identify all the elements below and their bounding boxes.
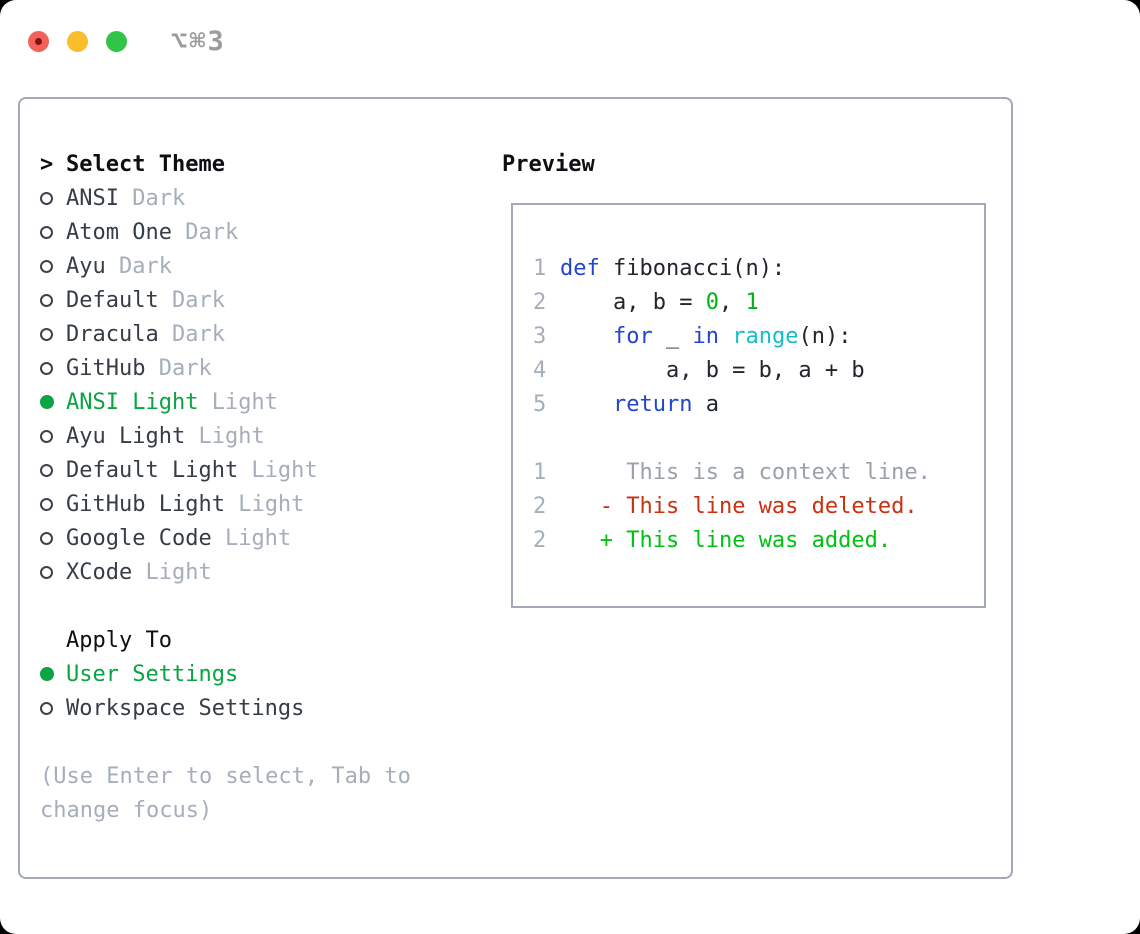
radio-selected-icon bbox=[40, 395, 66, 409]
hint-text-line2: change focus) bbox=[40, 797, 213, 823]
theme-option-default[interactable]: Default Dark bbox=[40, 283, 492, 317]
theme-option-github[interactable]: GitHub Dark bbox=[40, 351, 492, 385]
code-text: - This line was deleted. bbox=[599, 493, 918, 519]
theme-option-ayu-light[interactable]: Ayu Light Light bbox=[40, 419, 492, 453]
theme-variant-label: Dark bbox=[105, 253, 172, 279]
option-label: GitHub bbox=[66, 355, 146, 381]
code-line: 1 def fibonacci(n): bbox=[533, 251, 984, 285]
radio-icon bbox=[40, 565, 66, 579]
option-label: XCode bbox=[66, 559, 133, 585]
select-theme-header: > Select Theme bbox=[40, 147, 492, 181]
line-number: 5 bbox=[533, 391, 547, 417]
code-text: return a bbox=[612, 391, 719, 417]
code-line: 2 a, b = 0, 1 bbox=[533, 285, 984, 319]
code-text: a, b = 0, 1 bbox=[560, 289, 759, 315]
line-number: 3 bbox=[533, 323, 547, 349]
code-text: This is a context line. bbox=[560, 459, 931, 485]
line-number: 1 bbox=[533, 255, 547, 281]
code-text: for _ in range(n): bbox=[612, 323, 852, 349]
code-line: 1 This is a context line. bbox=[533, 455, 984, 489]
radio-icon bbox=[40, 293, 66, 307]
radio-icon bbox=[40, 429, 66, 443]
code-text: a, b = b, a + b bbox=[560, 357, 865, 383]
option-label: Atom One bbox=[66, 219, 172, 245]
option-label: Default bbox=[66, 287, 159, 313]
line-number: 1 bbox=[533, 459, 547, 485]
window-shortcut-label: ⌥⌘3 bbox=[171, 26, 226, 57]
titlebar: ⌥⌘3 bbox=[28, 26, 226, 57]
option-label: Ayu bbox=[66, 253, 106, 279]
zoom-icon[interactable] bbox=[106, 31, 127, 52]
selection-pointer-icon: > bbox=[40, 151, 54, 177]
preview-title: Preview bbox=[502, 151, 595, 177]
code-line: 4 a, b = b, a + b bbox=[533, 353, 984, 387]
radio-icon bbox=[40, 497, 66, 511]
close-icon[interactable] bbox=[28, 31, 49, 52]
radio-icon bbox=[40, 259, 66, 273]
hint-text-line1: (Use Enter to select, Tab to bbox=[40, 763, 411, 789]
radio-icon bbox=[40, 361, 66, 375]
apply-option-workspace-settings[interactable]: Workspace Settings bbox=[40, 691, 492, 725]
theme-variant-label: Dark bbox=[171, 219, 239, 245]
line-number: 2 bbox=[533, 493, 547, 519]
theme-option-xcode[interactable]: XCode Light bbox=[40, 555, 492, 589]
theme-variant-label: Dark bbox=[118, 185, 186, 211]
radio-icon bbox=[40, 701, 66, 715]
line-number: 4 bbox=[533, 357, 547, 383]
minimize-icon[interactable] bbox=[67, 31, 88, 52]
option-label: Dracula bbox=[66, 321, 159, 347]
option-label: ANSI bbox=[66, 185, 119, 211]
line-number: 2 bbox=[533, 289, 547, 315]
radio-selected-icon bbox=[40, 667, 66, 681]
theme-variant-label: Light bbox=[224, 491, 305, 517]
code-line: 3 for _ in range(n): bbox=[533, 319, 984, 353]
code-line: 2 - This line was deleted. bbox=[533, 489, 984, 523]
option-label: Ayu Light bbox=[66, 423, 186, 449]
line-number: 2 bbox=[533, 527, 547, 553]
option-label: Default Light bbox=[66, 457, 239, 483]
theme-variant-label: Dark bbox=[158, 287, 225, 313]
code-line: 2 + This line was added. bbox=[533, 523, 984, 557]
theme-variant-label: Dark bbox=[145, 355, 212, 381]
apply-to-title: Apply To bbox=[66, 627, 172, 653]
radio-icon bbox=[40, 463, 66, 477]
radio-icon bbox=[40, 531, 66, 545]
code-line: 5 return a bbox=[533, 387, 984, 421]
theme-variant-label: Light bbox=[211, 525, 292, 551]
option-label: ANSI Light bbox=[66, 389, 199, 415]
theme-variant-label: Light bbox=[238, 457, 318, 483]
option-label: GitHub Light bbox=[66, 491, 225, 517]
apply-to-header: Apply To bbox=[40, 623, 492, 657]
theme-variant-label: Light bbox=[198, 389, 278, 415]
code-text: + This line was added. bbox=[599, 527, 892, 553]
theme-option-default-light[interactable]: Default Light Light bbox=[40, 453, 492, 487]
option-label: User Settings bbox=[66, 661, 239, 687]
radio-icon bbox=[40, 191, 66, 205]
theme-option-ansi[interactable]: ANSI Dark bbox=[40, 181, 492, 215]
theme-option-ayu[interactable]: Ayu Dark bbox=[40, 249, 492, 283]
theme-variant-label: Light bbox=[185, 423, 265, 449]
radio-icon bbox=[40, 327, 66, 341]
theme-option-google-code[interactable]: Google Code Light bbox=[40, 521, 492, 555]
theme-option-ansi-light[interactable]: ANSI Light Light bbox=[40, 385, 492, 419]
theme-variant-label: Light bbox=[132, 559, 212, 585]
radio-icon bbox=[40, 225, 66, 239]
theme-option-atom-one[interactable]: Atom One Dark bbox=[40, 215, 492, 249]
select-theme-title: Select Theme bbox=[66, 151, 225, 177]
option-label: Workspace Settings bbox=[66, 695, 305, 721]
theme-option-dracula[interactable]: Dracula Dark bbox=[40, 317, 492, 351]
code-text: def fibonacci(n): bbox=[560, 255, 786, 281]
apply-option-user-settings[interactable]: User Settings bbox=[40, 657, 492, 691]
option-label: Google Code bbox=[66, 525, 212, 551]
theme-variant-label: Dark bbox=[158, 321, 225, 347]
theme-option-github-light[interactable]: GitHub Light Light bbox=[40, 487, 492, 521]
